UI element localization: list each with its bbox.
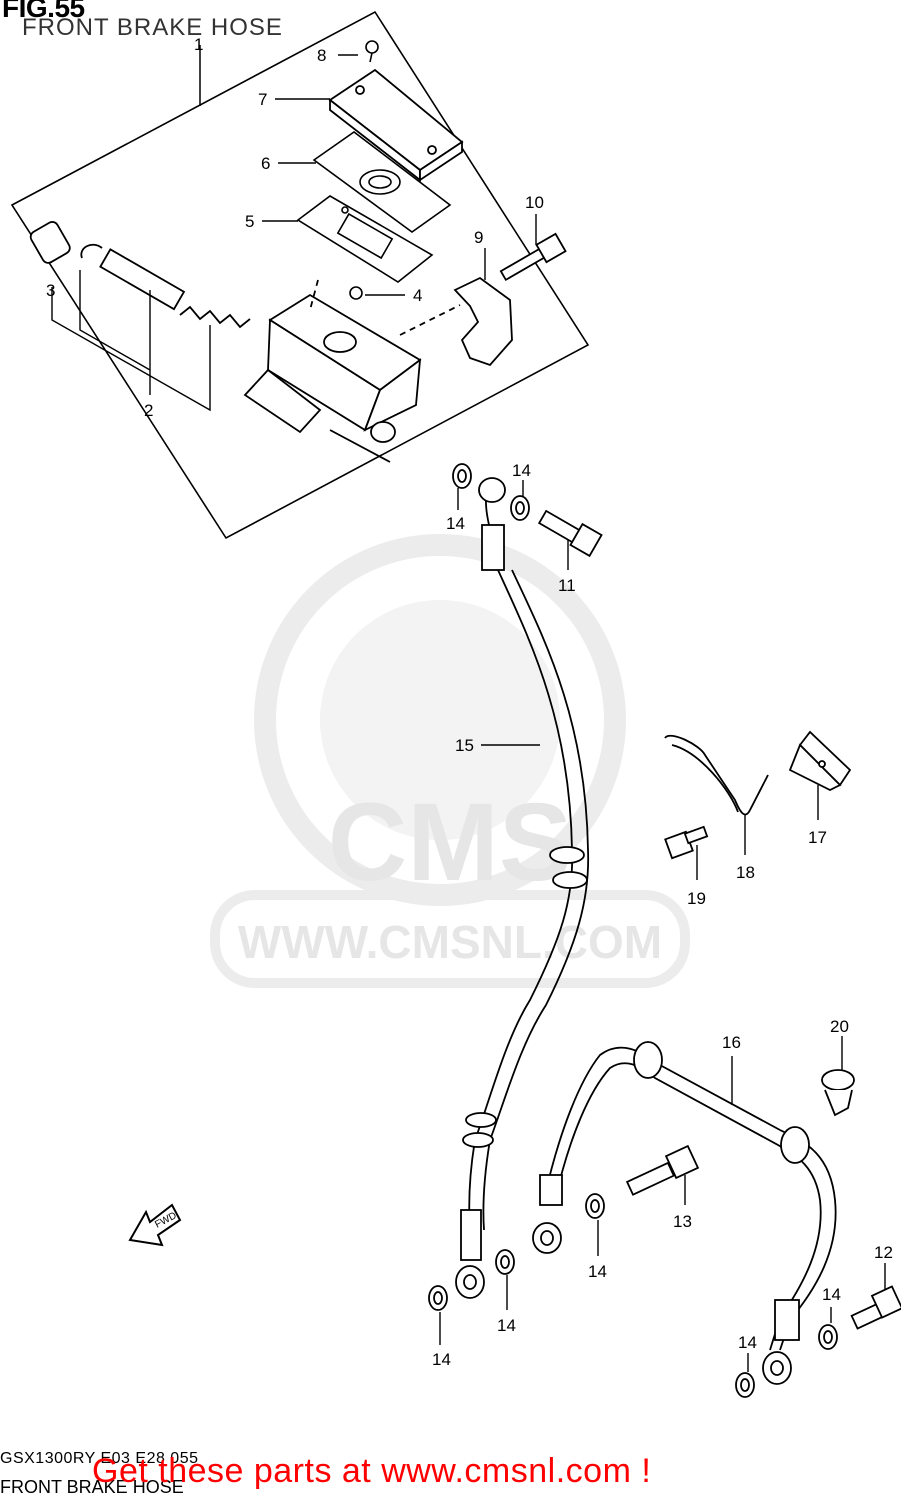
screw-4 <box>349 286 363 300</box>
cms-watermark: CMS WWW.CMSNL.COM <box>210 534 690 988</box>
figure-label: FIG.55 <box>2 0 85 23</box>
banjo-bolt-13 <box>625 1144 700 1196</box>
callout-18: 18 <box>736 863 755 882</box>
callout-10: 10 <box>525 193 544 212</box>
fwd-arrow-icon: FWD <box>128 1203 182 1247</box>
callout-14c: 14 <box>588 1262 607 1281</box>
leader-lines <box>51 54 886 1372</box>
hose-15 <box>455 477 590 1299</box>
callout-11: 11 <box>558 576 576 595</box>
callout-14b: 14 <box>446 514 465 533</box>
clamp-9 <box>453 276 513 367</box>
callout-14g: 14 <box>432 1350 451 1369</box>
get-parts-link[interactable]: Get these parts at www.cmsnl.com ! <box>92 1452 652 1490</box>
reservoir-plate <box>312 131 452 233</box>
master-cylinder-box <box>10 10 590 540</box>
piston-assembly <box>29 221 251 329</box>
clamp-20 <box>821 1069 855 1117</box>
watermark-url: WWW.CMSNL.COM <box>238 916 662 968</box>
callout-14d: 14 <box>822 1285 841 1304</box>
clip-18 <box>664 734 769 816</box>
callout-7: 7 <box>258 90 267 109</box>
footer-title: FRONT BRAKE HOSE <box>0 1477 184 1497</box>
master-cylinder-body <box>243 279 461 463</box>
callout-2: 2 <box>144 401 153 420</box>
callout-14a: 14 <box>512 461 531 480</box>
callout-3: 3 <box>46 281 55 300</box>
callout-14f: 14 <box>738 1333 757 1352</box>
callout-15: 15 <box>455 736 474 755</box>
callout-17: 17 <box>808 828 827 847</box>
callout-4: 4 <box>413 286 422 305</box>
model-code: GSX1300RY E03 E28 055 <box>0 1450 199 1467</box>
screw-8 <box>365 40 379 63</box>
callout-13: 13 <box>673 1212 692 1231</box>
callout-8: 8 <box>317 46 326 65</box>
callout-6: 6 <box>261 154 270 173</box>
callout-16: 16 <box>722 1033 741 1052</box>
watermark-logo: CMS <box>328 781 572 904</box>
callout-5: 5 <box>245 212 254 231</box>
hose-16 <box>532 1041 837 1385</box>
callout-12: 12 <box>874 1243 893 1262</box>
callout-9: 9 <box>474 228 483 247</box>
bolt-10 <box>499 232 567 282</box>
reservoir-cap <box>328 68 464 182</box>
callout-1: 1 <box>194 35 203 54</box>
bolt-19 <box>664 825 709 860</box>
figure-subtitle: FRONT BRAKE HOSE <box>22 14 283 41</box>
reservoir-diaphragm <box>296 195 434 283</box>
callout-19: 19 <box>687 889 706 908</box>
bracket-17 <box>788 730 852 792</box>
callout-14e: 14 <box>497 1316 516 1335</box>
banjo-bolt-12 <box>850 1285 901 1330</box>
washers-14 <box>428 463 838 1398</box>
banjo-bolt-11 <box>537 509 603 558</box>
callout-20: 20 <box>830 1017 849 1036</box>
callouts: 1 8 7 6 5 4 10 9 3 2 14 14 11 15 17 18 1… <box>46 35 893 1369</box>
